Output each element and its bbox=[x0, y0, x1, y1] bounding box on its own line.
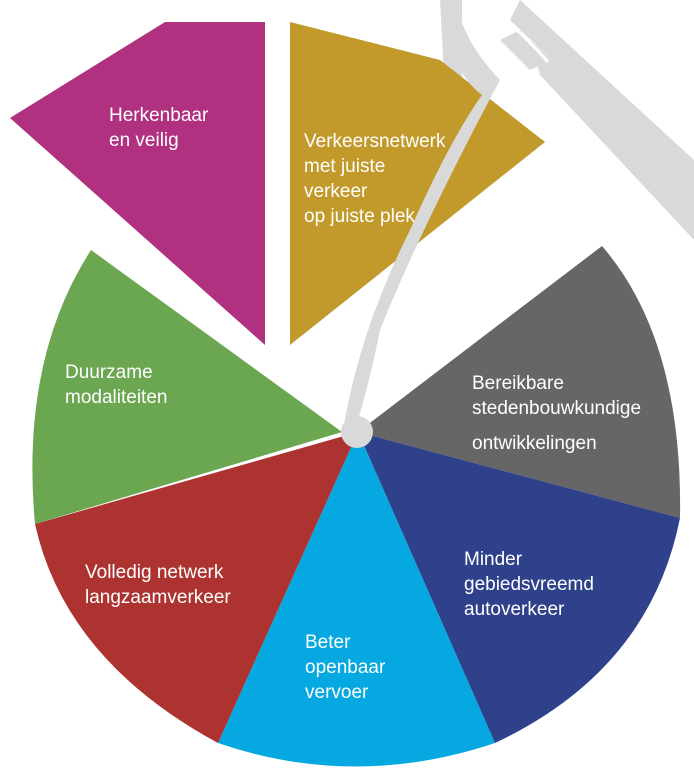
label-openbaar-line-3: vervoer bbox=[305, 682, 369, 703]
segment-minder bbox=[358, 432, 680, 743]
label-minder-line-2: gebiedsvreemd bbox=[464, 574, 594, 595]
label-verkeersnetwerk-line-3: verkeer bbox=[304, 181, 368, 202]
segment-duurzame bbox=[32, 250, 342, 524]
segment-herkenbaar bbox=[10, 22, 265, 345]
label-bereikbare-line-3: ontwikkelingen bbox=[472, 433, 597, 454]
label-bereikbare: Bereikbare stedenbouwkundige ontwikkelin… bbox=[472, 371, 641, 456]
label-langzaam-line-1: Volledig netwerk bbox=[85, 562, 224, 583]
label-verkeersnetwerk-line-1: Verkeersnetwerk bbox=[304, 131, 446, 152]
label-minder-line-1: Minder bbox=[464, 549, 523, 570]
label-langzaam-line-2: langzaamverkeer bbox=[85, 587, 231, 608]
label-bereikbare-line-2: stedenbouwkundige bbox=[472, 398, 642, 419]
pointer-stem bbox=[341, 0, 694, 448]
label-openbaar-line-2: openbaar bbox=[305, 657, 386, 678]
label-openbaar: Beter openbaar vervoer bbox=[305, 630, 385, 705]
label-verkeersnetwerk-line-4: op juiste plek bbox=[304, 206, 415, 227]
pointer-hub bbox=[341, 416, 373, 448]
segment-bereikbare bbox=[358, 246, 681, 518]
label-duurzame: Duurzame modaliteiten bbox=[65, 360, 167, 410]
segment-openbaar bbox=[218, 432, 495, 767]
label-langzaam: Volledig netwerk langzaamverkeer bbox=[85, 560, 231, 610]
segment-langzaam bbox=[35, 432, 358, 743]
label-duurzame-line-2: modaliteiten bbox=[65, 387, 168, 408]
label-duurzame-line-1: Duurzame bbox=[65, 362, 153, 383]
label-herkenbaar-line-2: en veilig bbox=[109, 130, 179, 151]
label-minder: Minder gebiedsvreemd autoverkeer bbox=[464, 547, 594, 622]
label-herkenbaar: Herkenbaar en veilig bbox=[109, 103, 208, 153]
label-minder-line-3: autoverkeer bbox=[464, 599, 565, 620]
label-openbaar-line-1: Beter bbox=[305, 632, 351, 653]
label-herkenbaar-line-1: Herkenbaar bbox=[109, 105, 209, 126]
label-bereikbare-line-1: Bereikbare bbox=[472, 373, 564, 394]
label-verkeersnetwerk-line-2: met juiste bbox=[304, 156, 386, 177]
label-verkeersnetwerk: Verkeersnetwerk met juiste verkeer op ju… bbox=[304, 129, 446, 229]
